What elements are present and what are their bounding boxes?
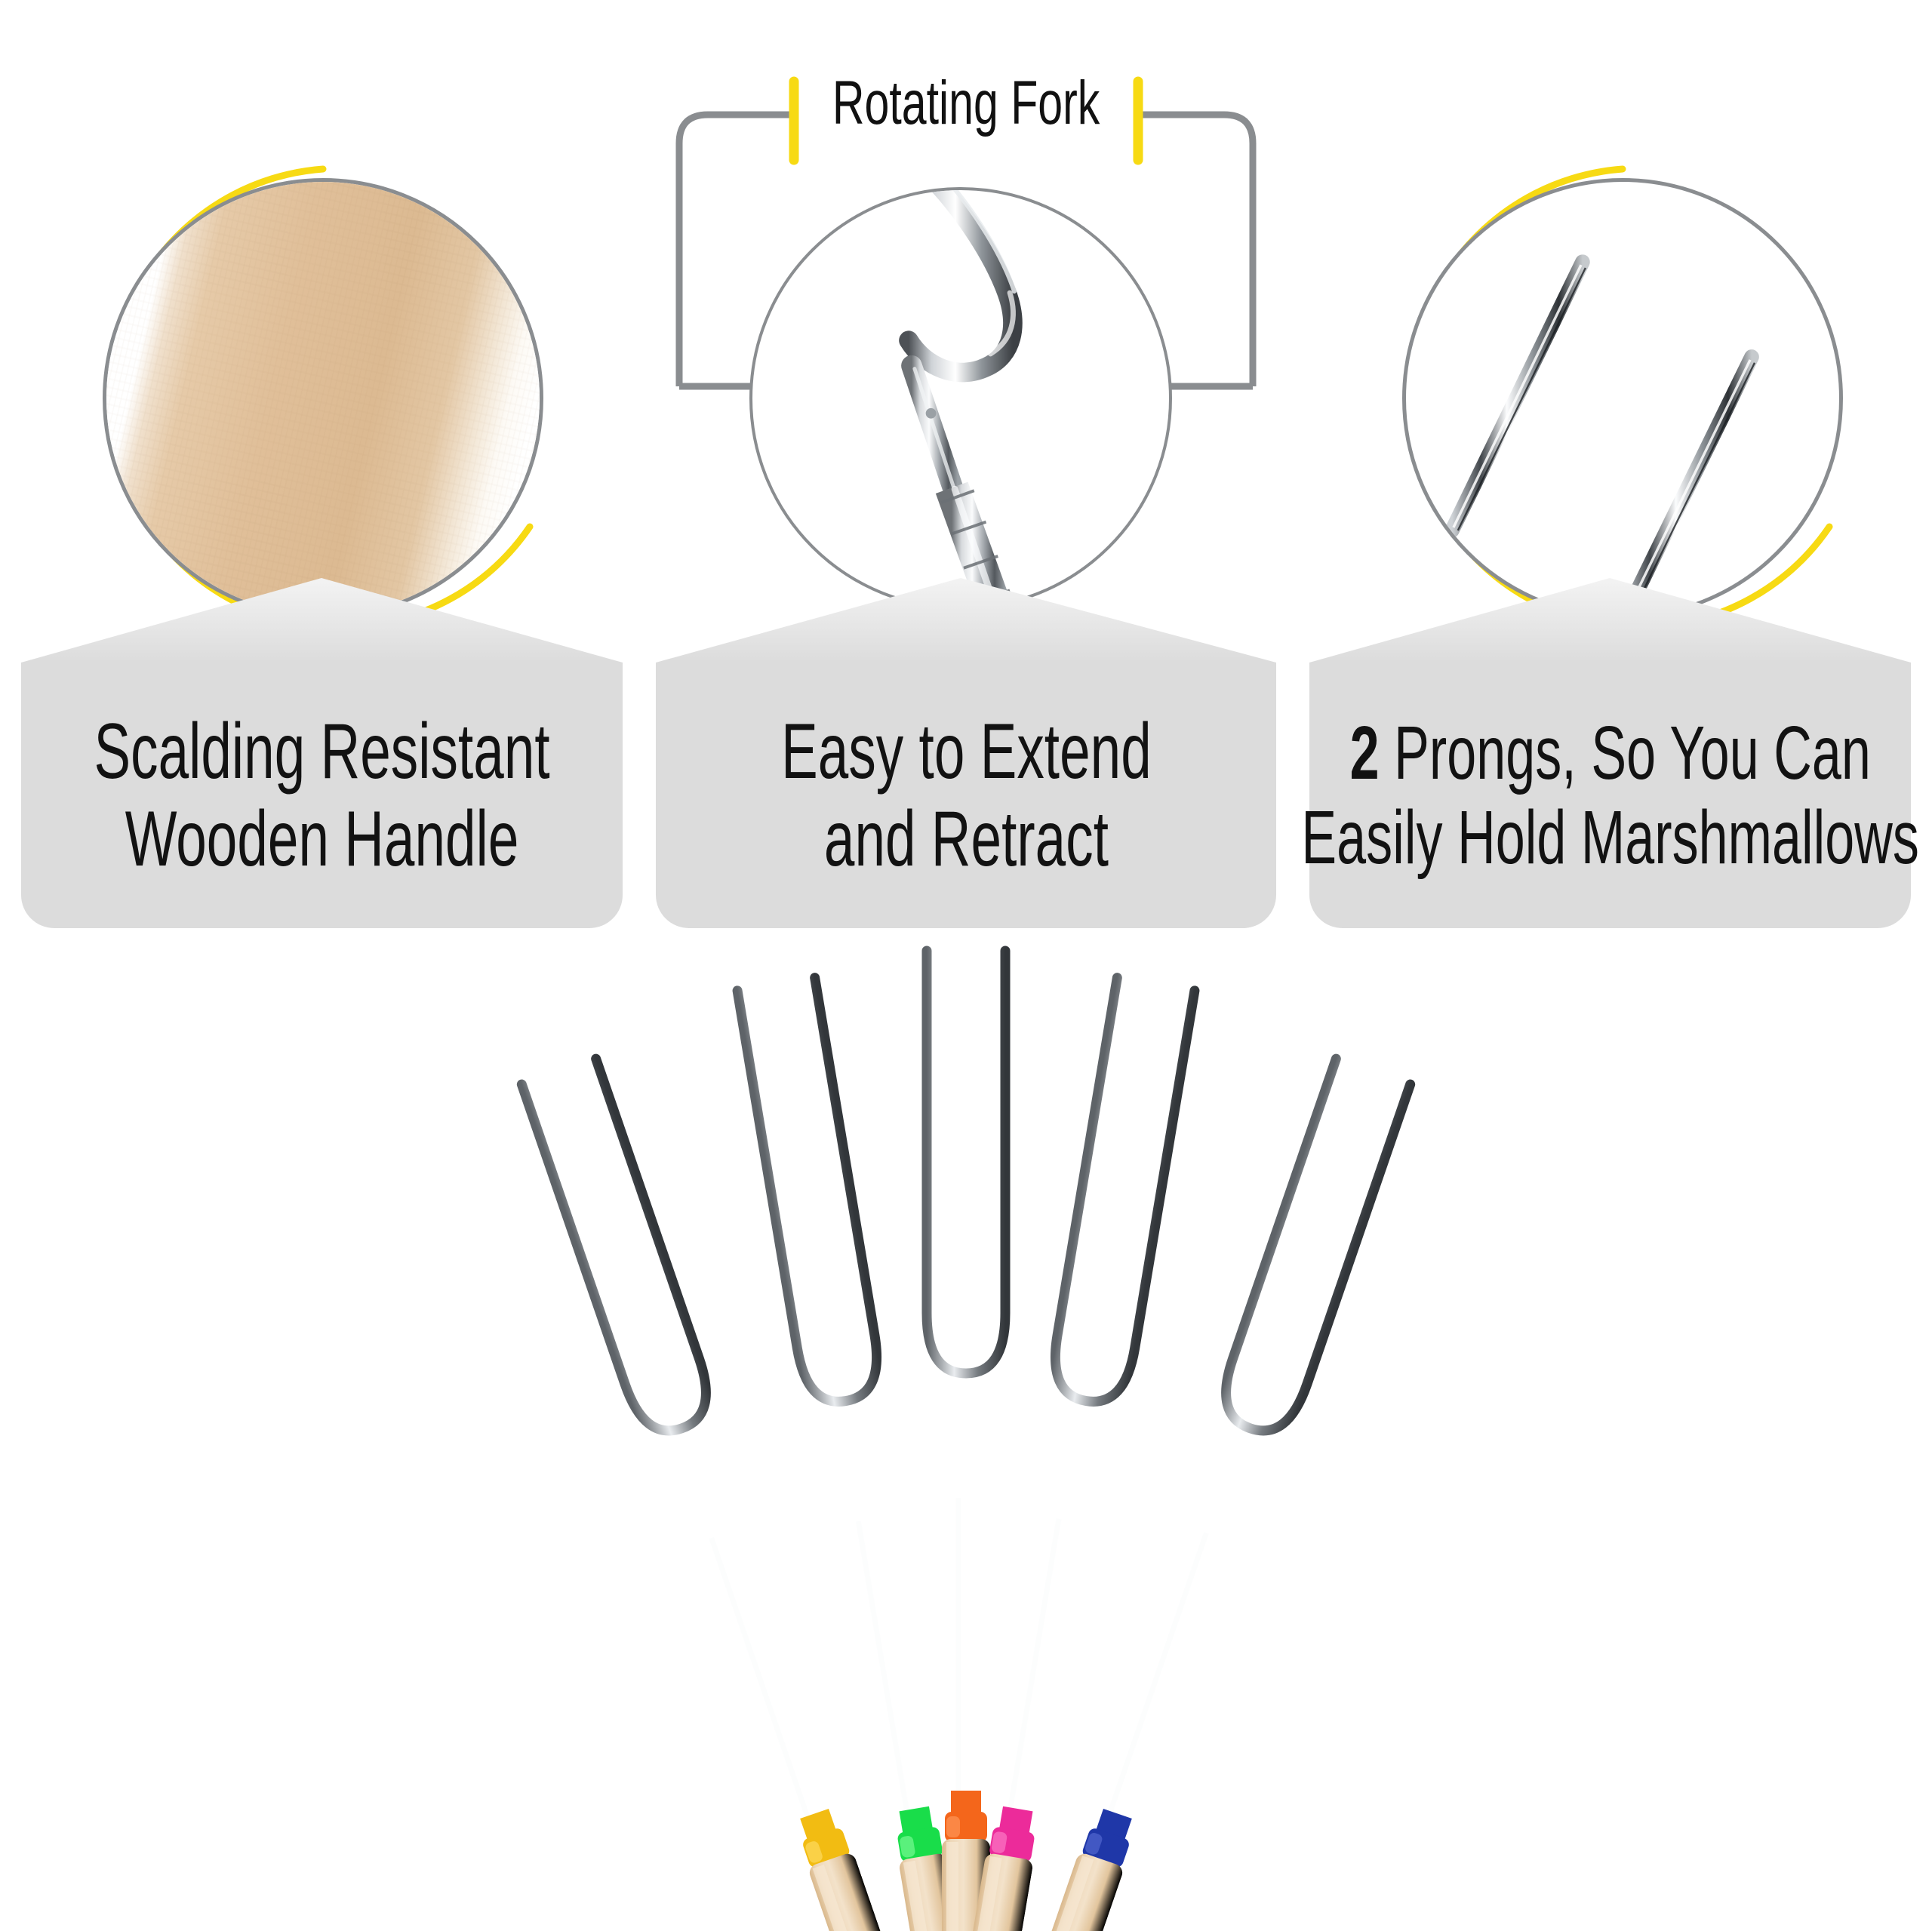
caption-box-two-prongs: 2 Prongs, So You Can Easily Hold Marshma… <box>1301 663 1919 928</box>
caption-line: Easy to Extend <box>780 707 1152 795</box>
fork-3 <box>921 946 1011 1931</box>
feature-panel-wooden-handle: Scalding Resistant Wooden Handle <box>0 0 644 928</box>
feature-panel-two-prongs: 2 Prongs, So You Can Easily Hold Marshma… <box>1288 0 1932 928</box>
detail-circle-telescoping <box>749 187 1172 610</box>
caption-line: Scalding Resistant <box>94 707 550 795</box>
caption-tent-1 <box>0 572 644 663</box>
detail-circle-two-prongs <box>1389 165 1857 632</box>
caption-tent-3 <box>1288 572 1932 663</box>
wood-handle-photo <box>103 178 543 619</box>
caption-text-3: 2 Prongs, So You Can Easily Hold Marshma… <box>1292 711 1929 880</box>
telescoping-shaft-photo <box>749 187 1172 610</box>
fork-2 <box>732 973 988 1931</box>
caption-line-rest: Prongs, So You Can <box>1379 711 1871 795</box>
caption-box-wooden-handle: Scalding Resistant Wooden Handle <box>21 663 623 928</box>
caption-line: Wooden Handle <box>125 795 519 883</box>
wood-texture <box>106 182 540 615</box>
fork-set-photo <box>0 928 1932 1931</box>
fork-4 <box>944 973 1200 1931</box>
caption-text-2: Easy to Extend and Retract <box>771 708 1161 884</box>
feature-panel-extend-retract: Rotating Fork <box>644 0 1288 928</box>
caption-line: and Retract <box>823 795 1109 883</box>
caption-line: Easily Hold Marshmallows <box>1301 795 1919 880</box>
caption-box-extend-retract: Easy to Extend and Retract <box>656 663 1276 928</box>
two-prongs-photo <box>1402 178 1843 619</box>
fork-1 <box>516 1053 932 1931</box>
mid-panel-title: Rotating Fork <box>644 72 1288 134</box>
detail-circle-wooden-handle <box>89 165 557 632</box>
caption-tent-2 <box>644 572 1288 663</box>
caption-line: 2 Prongs, So You Can <box>1301 711 1919 795</box>
fork-5 <box>1000 1053 1416 1931</box>
prong-count: 2 <box>1349 711 1380 795</box>
caption-text-1: Scalding Resistant Wooden Handle <box>85 708 559 884</box>
mid-panel-title-text: Rotating Fork <box>832 69 1100 137</box>
